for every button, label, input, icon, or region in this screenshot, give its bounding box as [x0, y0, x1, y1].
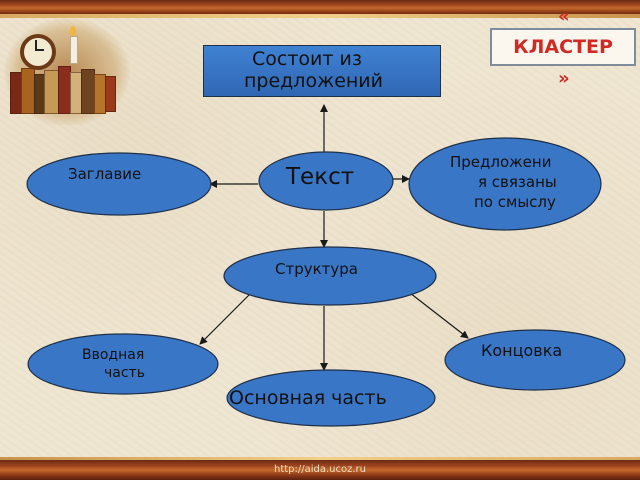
node-related-ellipse	[408, 137, 602, 231]
node-main-label: Основная часть	[229, 387, 387, 409]
node-text-ellipse	[258, 151, 394, 211]
node-consists-box	[203, 45, 441, 97]
edge-structure-to-intro	[199, 293, 251, 345]
page-title: КЛАСТЕР	[513, 36, 613, 58]
clock-hand	[35, 49, 44, 51]
candle-icon	[70, 36, 78, 64]
node-related-line1: Предложени	[450, 153, 552, 171]
node-related-line3: по смыслу	[474, 193, 556, 211]
node-intro-ellipse	[27, 333, 219, 395]
node-ending-ellipse	[444, 329, 626, 391]
source-url: http://aida.ucoz.ru	[273, 464, 367, 475]
title-open-quote: «	[558, 6, 570, 27]
top-frame	[0, 0, 640, 16]
node-ending-label: Концовка	[481, 341, 563, 360]
node-consists-line2: предложений	[244, 70, 384, 92]
node-intro-line2: часть	[104, 365, 145, 381]
edge-structure-to-ending	[409, 292, 469, 339]
clock-icon	[20, 34, 56, 70]
node-related-line2: я связаны	[478, 173, 557, 191]
node-structure-label: Структура	[275, 260, 358, 278]
title-box	[490, 28, 636, 66]
bottom-frame-trim	[0, 457, 640, 461]
candle-flame	[70, 26, 76, 36]
book-spine	[105, 76, 116, 112]
title-close-quote: »	[558, 68, 570, 89]
node-consists-line1: Состоит из	[252, 48, 362, 70]
node-intro-line1: Вводная	[82, 347, 145, 363]
node-structure-ellipse	[223, 246, 437, 306]
node-main-ellipse	[226, 369, 436, 427]
clock-hand	[35, 40, 37, 51]
top-frame-trim	[0, 14, 640, 18]
bottom-frame	[0, 460, 640, 480]
node-title-ellipse	[26, 152, 212, 216]
node-title-label: Заглавие	[68, 165, 142, 183]
node-text-label: Текст	[286, 164, 355, 190]
